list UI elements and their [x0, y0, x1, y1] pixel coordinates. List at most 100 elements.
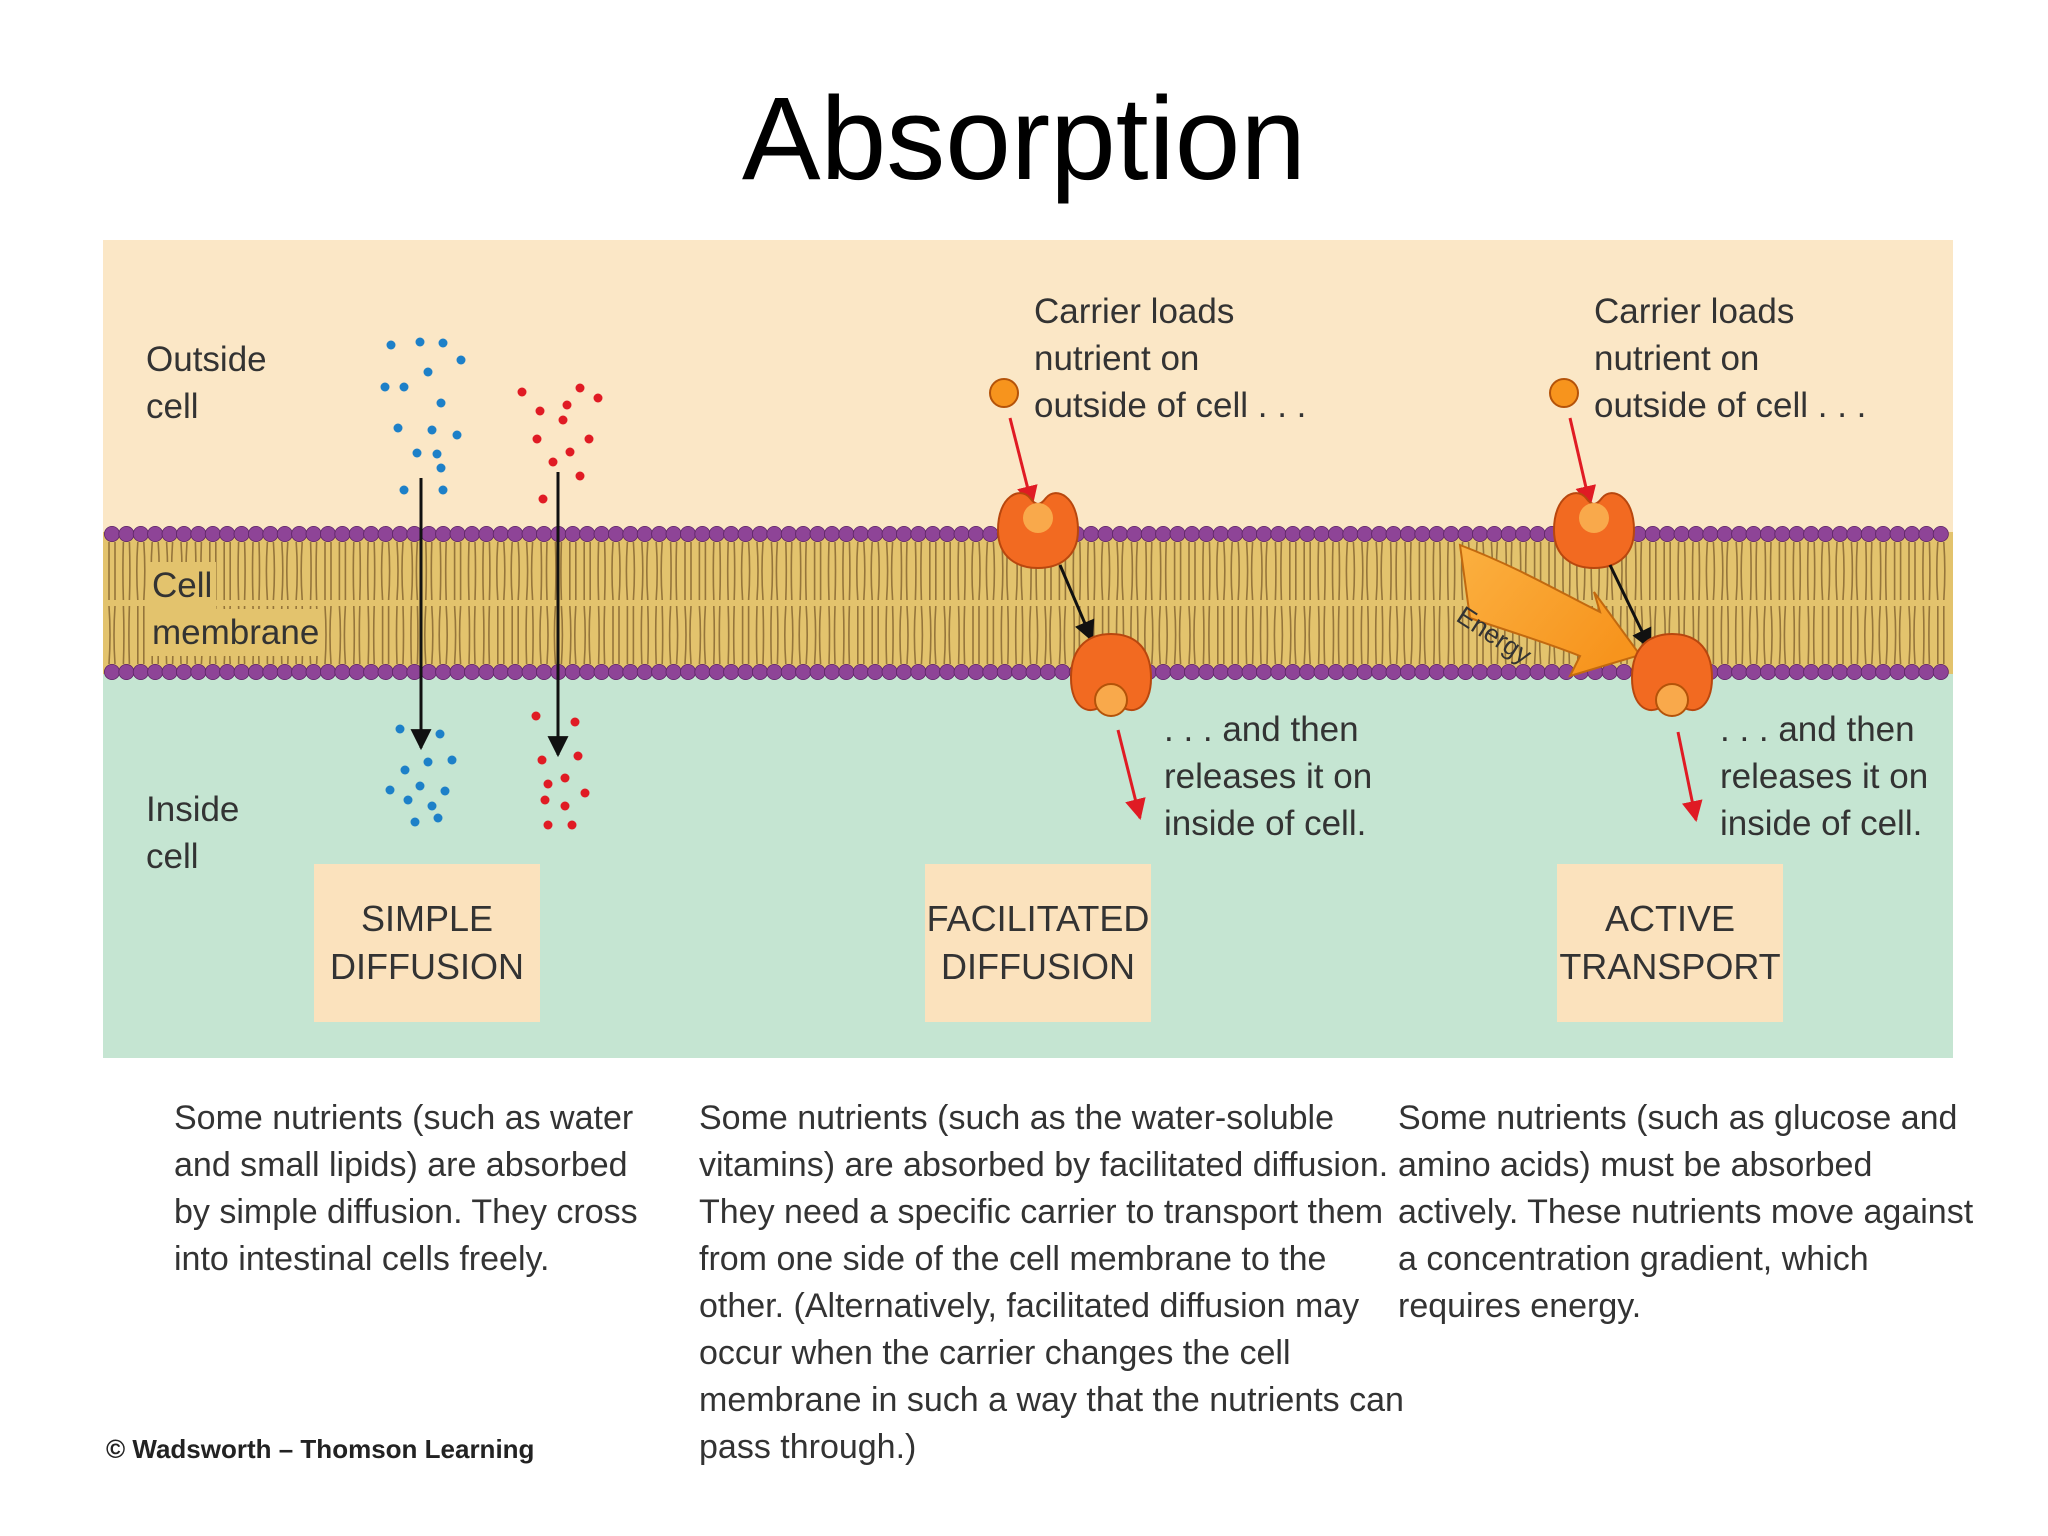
lipid-tail [496, 541, 506, 601]
load-arrow-active [1568, 417, 1596, 508]
phospholipid-head [276, 664, 293, 681]
lipid-tail [770, 605, 779, 665]
phospholipid-head [247, 526, 264, 543]
phospholipid-head [1256, 664, 1273, 681]
lipid-tail [842, 605, 851, 665]
lipid-tail [108, 605, 116, 665]
lipid-tail [1028, 605, 1039, 665]
lipid-tail [899, 605, 909, 665]
phospholipid-head [910, 664, 927, 681]
phospholipid-head [104, 526, 121, 543]
phospholipid-head [463, 526, 480, 543]
phospholipid-head [1918, 664, 1935, 681]
phospholipid-head [593, 664, 610, 681]
lipid-tail [281, 541, 289, 601]
red-nutrient [567, 820, 577, 830]
red-nutrient [565, 447, 575, 457]
phospholipid-head [1284, 526, 1301, 543]
phospholipid-head [1472, 526, 1489, 543]
phospholipid-head [1904, 664, 1921, 681]
phospholipid-head [1428, 526, 1445, 543]
phospholipid-head [1198, 664, 1215, 681]
lipid-tail [1806, 541, 1816, 601]
phospholipid-head [363, 664, 380, 681]
lipid-tail [597, 541, 606, 601]
phospholipid-head [348, 664, 365, 681]
lipid-tail [1908, 541, 1916, 600]
phospholipid-head [507, 664, 524, 681]
phospholipid-head [463, 664, 480, 681]
lipid-tail [640, 605, 650, 665]
phospholipid-head [651, 664, 668, 681]
phospholipid-head [593, 526, 610, 543]
phospholipid-head [766, 526, 783, 543]
red-nutrient [548, 457, 558, 467]
red-nutrient [575, 471, 585, 481]
nutrient-loading-facilitated [989, 378, 1019, 408]
lipid-tail [813, 541, 822, 600]
lipid-tail [367, 605, 375, 665]
phospholipid-head [190, 664, 207, 681]
lipid-tail [1044, 605, 1052, 665]
phospholipid-head [1025, 664, 1042, 681]
phospholipid-head [233, 526, 250, 543]
phospholipid-head [1385, 664, 1402, 681]
phospholipid-head [1817, 526, 1834, 543]
phospholipid-head [420, 664, 437, 681]
lipid-tail [237, 541, 246, 601]
lipid-tail [467, 541, 477, 601]
nutrient-loading-active [1549, 378, 1579, 408]
phospholipid-head [608, 526, 625, 543]
lipid-tail [569, 605, 577, 665]
red-nutrient [575, 383, 585, 393]
phospholipid-head [118, 526, 135, 543]
lipid-tail [1230, 541, 1240, 601]
lipid-tail [1807, 605, 1815, 665]
phospholipid-head [1198, 526, 1215, 543]
phospholipid-head [608, 664, 625, 681]
lipid-tail [1403, 605, 1413, 665]
lipid-tail [1188, 605, 1196, 665]
phospholipid-head [1500, 526, 1517, 543]
phospholipid-head [852, 664, 869, 681]
blue-nutrient [380, 382, 390, 392]
lipid-tail [856, 605, 865, 664]
lipid-tail [108, 541, 116, 600]
blue-nutrient [435, 729, 445, 739]
carrier-nutrient-top-active [1579, 503, 1609, 533]
phospholipid-head [665, 664, 682, 681]
lipid-tail [914, 541, 923, 601]
phospholipid-head [1140, 526, 1157, 543]
lipid-tail [885, 605, 894, 665]
blue-nutrient [393, 423, 403, 433]
carrier-loads-label-active: Carrier loads nutrient on outside of cel… [1594, 292, 1867, 425]
red-nutrient [573, 751, 583, 761]
lipid-tail [352, 541, 362, 601]
phospholipid-head [1126, 526, 1143, 543]
phospholipid-head [492, 526, 509, 543]
lipid-tail [425, 541, 433, 601]
lipid-tail [871, 606, 880, 664]
phospholipid-head [651, 526, 668, 543]
lipid-tail [827, 541, 837, 601]
lipid-tail [1705, 541, 1716, 601]
phospholipid-head [118, 664, 135, 681]
red-nutrient [560, 801, 570, 811]
lipid-tail [424, 605, 434, 665]
phospholipid-head [435, 526, 452, 543]
phospholipid-head [190, 526, 207, 543]
red-nutrient [538, 494, 548, 504]
phospholipid-head [636, 526, 653, 543]
phospholipid-head [348, 526, 365, 543]
lipid-tail [756, 541, 764, 601]
lipid-tail [1720, 605, 1730, 665]
phospholipid-head [1011, 664, 1028, 681]
phospholipid-head [1227, 526, 1244, 543]
lipid-tail [1850, 605, 1859, 665]
lipid-tail [1447, 605, 1455, 665]
phospholipid-head [564, 526, 581, 543]
phospholipid-head [752, 664, 769, 681]
lipid-tail [540, 541, 548, 601]
lipid-tail [1158, 605, 1168, 665]
lipid-tail [684, 605, 692, 665]
